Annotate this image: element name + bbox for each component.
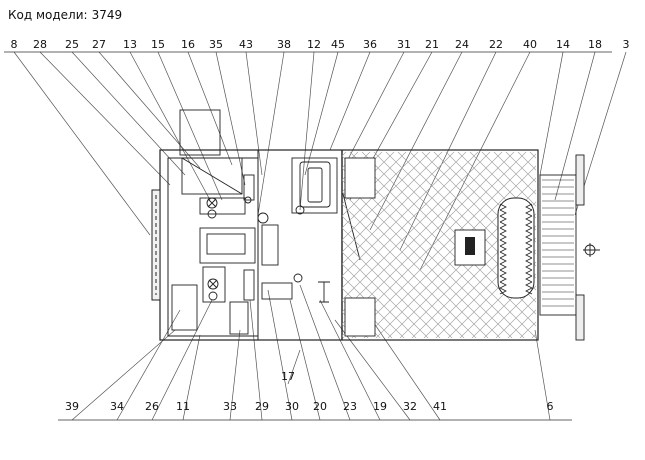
callout-number: 29 [255,400,269,413]
leader-line [71,329,176,421]
callout-number: 31 [397,38,411,51]
rear-mechanism [539,154,600,341]
leader-line [249,299,263,421]
callout-number: 13 [123,38,137,51]
leader-line [39,51,171,186]
callout-number: 30 [285,400,299,413]
callout-number: 3 [623,38,630,51]
leader-line [287,349,301,385]
leader-line [289,299,321,421]
model-code-label: Код модели: [8,8,88,22]
leader-line [229,329,241,421]
callout-number: 16 [181,38,195,51]
leader-line [71,51,186,176]
callout-number: 41 [433,400,447,413]
leader-line [299,51,315,211]
callout-number: 21 [425,38,439,51]
callout-number: 6 [547,400,554,413]
leader-line [344,51,405,166]
cabin-equipment [171,109,256,335]
leader-line [257,51,285,216]
callout-number: 15 [151,38,165,51]
callout-number: 19 [373,400,387,413]
callout-number: 18 [588,38,602,51]
leader-line [13,51,151,236]
callout-number: 28 [33,38,47,51]
leader-line [129,51,211,201]
spare-wheel [497,197,535,299]
callout-number: 23 [343,400,357,413]
callout-number: 17 [281,370,295,383]
callout-number: 12 [307,38,321,51]
callout-number: 43 [239,38,253,51]
callout-number: 26 [145,400,159,413]
leader-line [329,51,371,151]
leader-line [299,284,351,421]
model-code-value: 3749 [91,8,123,22]
leader-line [116,309,181,421]
callout-number: 32 [403,400,417,413]
callout-number: 36 [363,38,377,51]
leader-line [215,51,246,186]
callout-number: 40 [523,38,537,51]
callout-number: 33 [223,400,237,413]
callout-number: 38 [277,38,291,51]
callout-number: 27 [92,38,106,51]
leader-line [98,51,201,169]
leader-line [304,51,339,176]
callout-number: 11 [176,400,190,413]
leader-line [534,329,551,421]
callout-number: 14 [556,38,570,51]
callout-number: 8 [11,38,18,51]
callout-number: 45 [331,38,345,51]
leader-lines [13,51,627,421]
callout-number: 22 [489,38,503,51]
leader-line [151,299,213,421]
callout-number: 39 [65,400,79,413]
leader-line [187,51,233,166]
leader-line [539,51,564,176]
leader-line [319,299,381,421]
callout-number: 34 [110,400,124,413]
callout-number: 20 [313,400,327,413]
callout-number: 24 [455,38,469,51]
leader-line [554,51,596,201]
leader-line [267,289,293,421]
callout-number: 35 [209,38,223,51]
leader-line [245,51,263,176]
leader-line [182,334,201,421]
callout-number: 25 [65,38,79,51]
model-code-caption: Код модели:3749 [8,8,126,22]
